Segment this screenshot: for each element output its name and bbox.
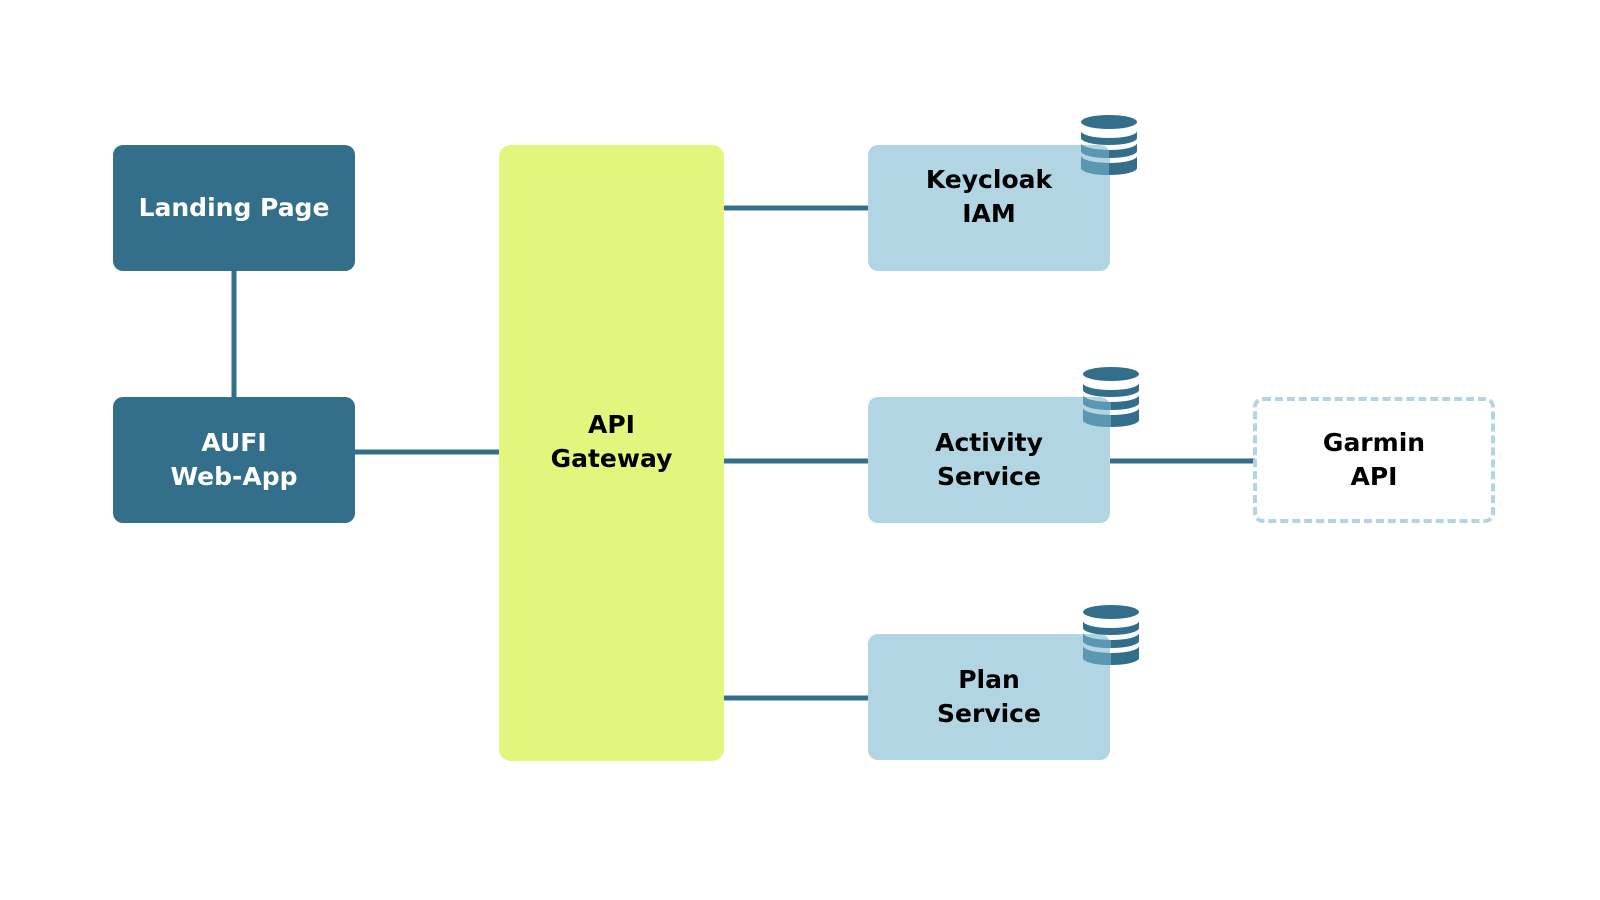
keycloak-label: Keycloak IAM <box>925 165 1053 228</box>
garmin-api-label: Garmin API <box>1322 428 1426 491</box>
activity-service-node: Activity Service <box>868 397 1110 523</box>
landing-page-node: Landing Page <box>113 145 355 271</box>
plan-service-label: Plan Service <box>937 665 1041 728</box>
database-icon <box>1083 367 1139 427</box>
api-gateway-label: API Gateway <box>550 410 673 473</box>
garmin-api-node: Garmin API <box>1253 397 1495 523</box>
plan-service-node: Plan Service <box>868 634 1110 760</box>
web-app-node: AUFI Web-App <box>113 397 355 523</box>
web-app-label: AUFI Web-App <box>170 428 298 491</box>
activity-service-label: Activity Service <box>935 428 1043 491</box>
database-icon <box>1083 605 1139 665</box>
landing-page-label: Landing Page <box>138 193 330 222</box>
keycloak-node: Keycloak IAM <box>868 145 1110 271</box>
api-gateway-node: API Gateway <box>499 145 724 761</box>
database-icon <box>1081 115 1137 175</box>
